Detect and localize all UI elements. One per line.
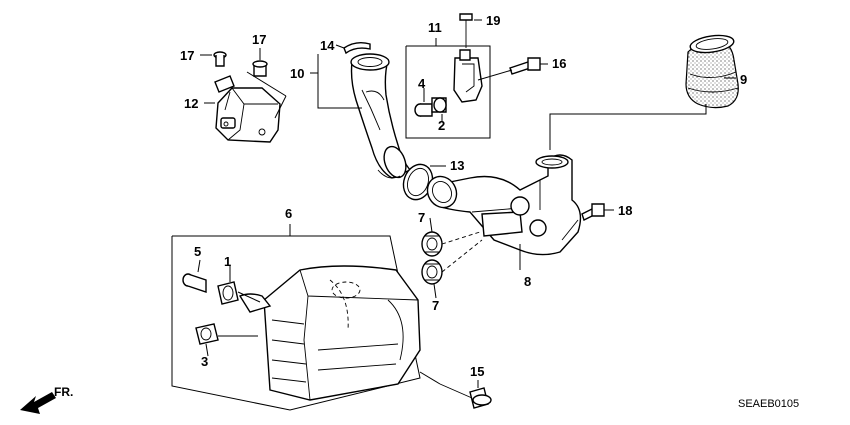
diagram-code: SEAEB0105	[738, 398, 799, 410]
air-tube-part-9	[685, 34, 739, 109]
callout-17-left: 17	[180, 48, 194, 63]
grommet-part-3	[195, 323, 219, 357]
air-cleaner-case-part-6	[238, 265, 421, 401]
callout-7-lower: 7	[432, 298, 439, 313]
callout-17-right: 17	[252, 32, 266, 47]
callout-10: 10	[290, 66, 304, 81]
intake-duct-part-10	[350, 53, 412, 179]
bolt-part-15	[439, 380, 492, 409]
callout-18: 18	[618, 203, 632, 218]
bolt-part-19	[459, 13, 482, 48]
bolt-part-18	[581, 203, 614, 221]
collar-part-5	[182, 259, 207, 293]
box-part-11	[405, 38, 491, 139]
callout-7-upper: 7	[418, 210, 425, 225]
callout-3: 3	[201, 354, 208, 369]
collar-part-4	[414, 88, 433, 117]
callout-1: 1	[224, 254, 231, 269]
grommet-part-17-right	[252, 48, 268, 77]
bracket-part-12	[214, 71, 287, 143]
callout-13: 13	[450, 158, 464, 173]
callout-9: 9	[740, 72, 747, 87]
callout-12: 12	[184, 96, 198, 111]
grommet-part-7-upper	[421, 217, 443, 257]
grommet-part-1	[217, 266, 239, 305]
box-part-6	[171, 235, 421, 411]
bolt-part-17-left	[200, 51, 227, 67]
callout-5: 5	[194, 244, 201, 259]
clip-part-14	[343, 41, 371, 55]
grommet-part-2	[431, 97, 447, 122]
front-direction-arrow-icon	[20, 392, 56, 414]
callout-16: 16	[552, 56, 566, 71]
callout-19: 19	[486, 13, 500, 28]
callout-11: 11	[428, 20, 442, 35]
callout-4: 4	[418, 76, 426, 91]
callout-15: 15	[470, 364, 484, 379]
bolt-part-16	[509, 57, 548, 75]
fr-marker: FR.	[54, 385, 73, 399]
grommet-part-7-lower	[421, 259, 443, 299]
callout-2: 2	[438, 118, 445, 133]
callout-8: 8	[524, 274, 531, 289]
bracket-part-11	[453, 49, 483, 103]
callout-14: 14	[320, 38, 335, 53]
callout-6: 6	[285, 206, 292, 221]
resonator-part-8	[426, 154, 582, 270]
